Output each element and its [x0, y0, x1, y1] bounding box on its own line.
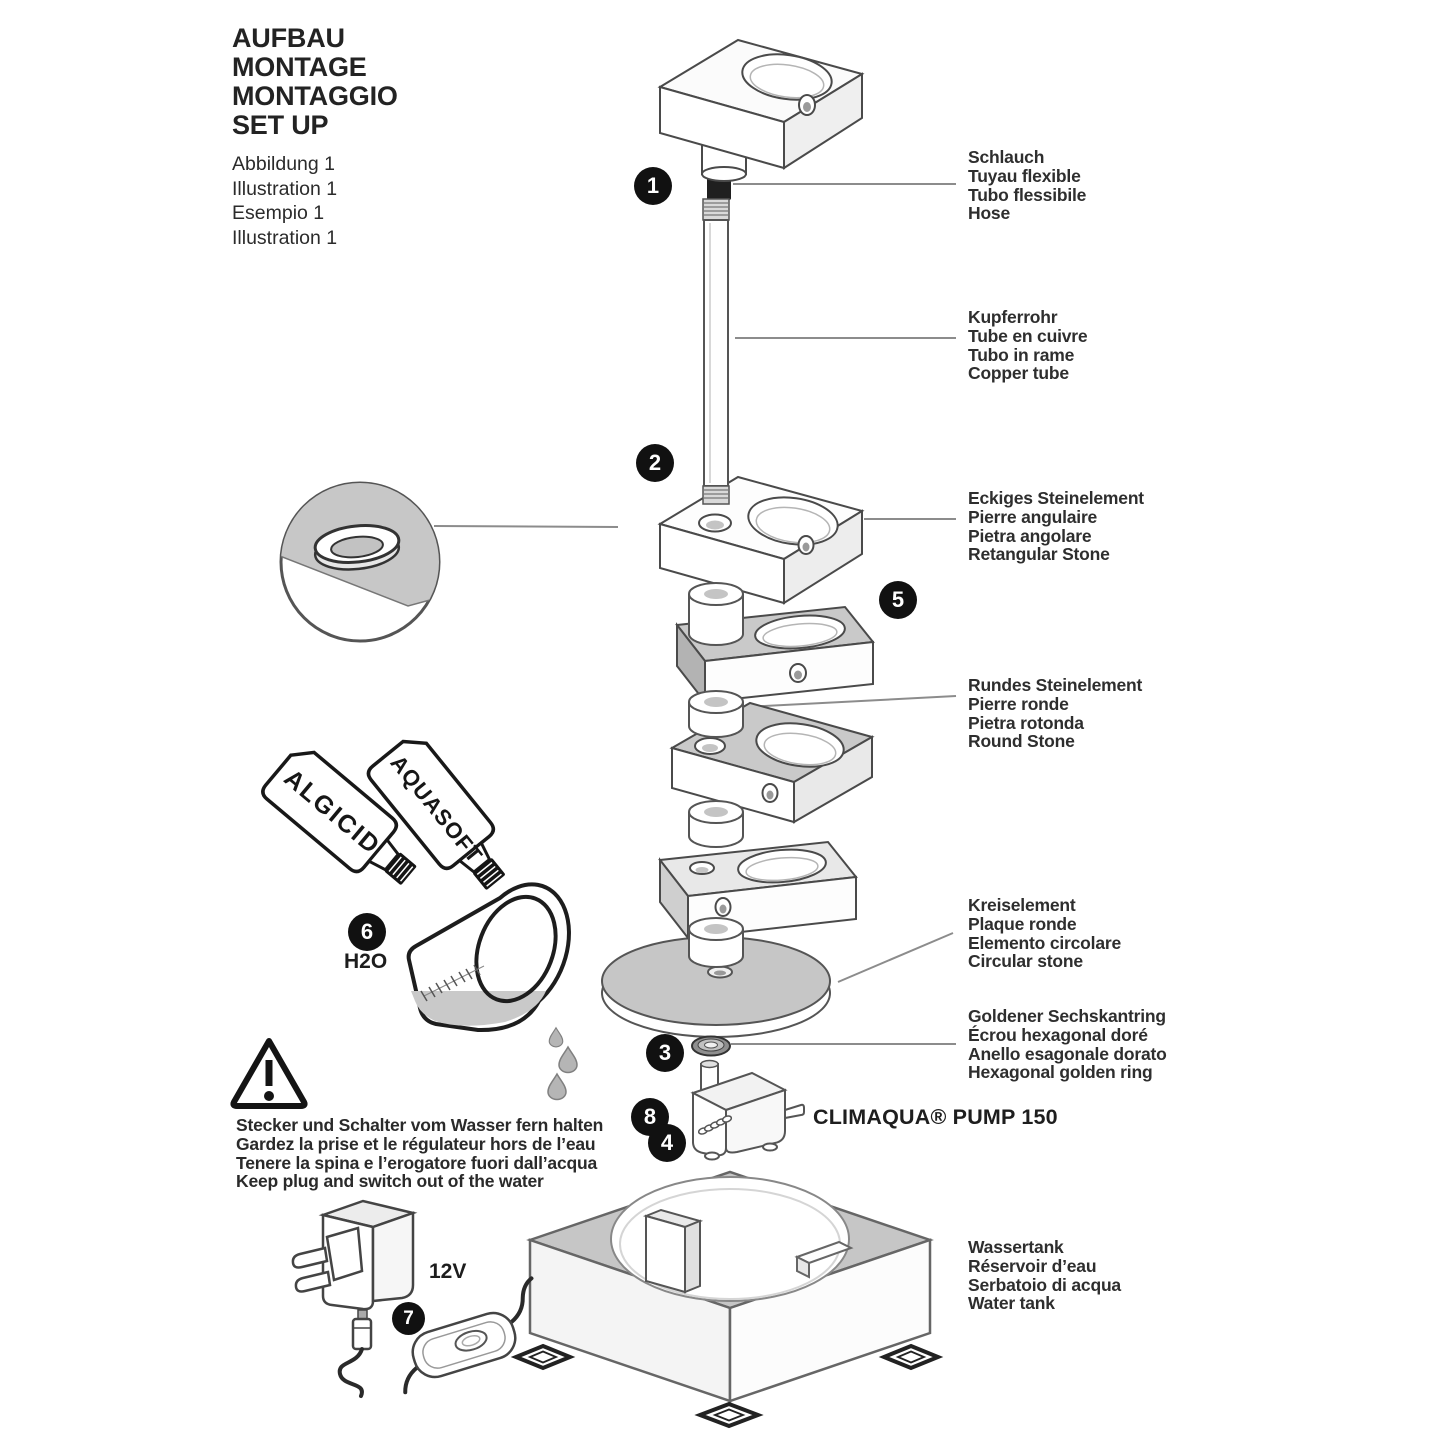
voltage-label: 12V [429, 1260, 467, 1283]
illustration-ref-line: Esempio 1 [232, 202, 325, 225]
rectangular-stone-3 [675, 605, 875, 705]
illustration-ref-line: Abbildung 1 [232, 153, 336, 175]
callout-line: Tuyau flexible [968, 165, 1081, 186]
copper-tube [703, 219, 729, 487]
callout-line: Kupferrohr [968, 307, 1058, 327]
inline-switch [403, 1276, 534, 1395]
title-line: AUFBAU [232, 23, 345, 53]
warning-line: Keep plug and switch out of the water [236, 1171, 544, 1192]
title-line: MONTAGGIO [232, 81, 398, 111]
callout-line: Wassertank [968, 1237, 1064, 1257]
hole-detail-inset [279, 481, 441, 643]
callout-copper-tube: Kupferrohr Tube en cuivre Tubo in rame C… [968, 307, 1088, 384]
warning-text: Stecker und Schalter vom Wasser fern hal… [236, 1116, 603, 1191]
callout-line: Copper tube [968, 363, 1069, 384]
leader-round-stone [744, 695, 957, 708]
pump-intake-slots [697, 1115, 733, 1135]
callout-line: Hose [968, 203, 1010, 224]
leader-lines [433, 183, 957, 1045]
circular-stone-plate [601, 936, 831, 1038]
callout-line: Pietra rotonda [968, 712, 1084, 733]
power-adapter [291, 1199, 418, 1311]
callout-line: Goldener Sechskantring [968, 1006, 1166, 1026]
step-badge-1: 1 [634, 167, 672, 205]
pump-outlet [784, 1103, 805, 1120]
water-drops [547, 1026, 578, 1101]
warning-triangle-icon [230, 1038, 308, 1109]
callout-line: Tubo flessibile [968, 184, 1087, 205]
callout-line: Réservoir d’eau [968, 1255, 1097, 1276]
pump [690, 1059, 805, 1161]
callout-line: Circular stone [968, 951, 1083, 972]
callout-line: Elemento circolare [968, 932, 1121, 953]
callout-circular-stone: Kreiselement Plaque ronde Elemento circo… [968, 896, 1121, 971]
step-badge-7: 7 [392, 1302, 425, 1335]
illustration-ref-line: Illustration 1 [232, 177, 338, 200]
water-tank [526, 1170, 934, 1403]
illustration-ref-line: Illustration 1 [232, 226, 338, 249]
callout-line: Pierre angulaire [968, 506, 1098, 527]
top-stone [657, 38, 865, 182]
step-badge-2: 2 [636, 444, 674, 482]
title-line: SET UP [232, 110, 329, 140]
water-bucket [406, 882, 571, 1033]
callout-rectangular-stone: Eckiges Steinelement Pierre angulaire Pi… [968, 489, 1144, 564]
callout-line: Écrou hexagonal doré [968, 1024, 1148, 1045]
round-stone-spacers [688, 582, 744, 968]
warning-line: Tenere la spina e l’erogatore fuori dall… [236, 1152, 598, 1173]
callout-hex-ring: Goldener Sechskantring Écrou hexagonal d… [968, 1007, 1167, 1082]
callout-line: Tubo in rame [968, 344, 1075, 365]
title-line: MONTAGE [232, 52, 367, 82]
callout-water-tank: Wassertank Réservoir d’eau Serbatoio di … [968, 1238, 1121, 1313]
callout-line: Anello esagonale dorato [968, 1043, 1167, 1064]
callout-line: Pierre ronde [968, 693, 1069, 714]
dc-connector [337, 1309, 373, 1398]
callout-line: Serbatoio di acqua [968, 1274, 1121, 1295]
callout-line: Eckiges Steinelement [968, 488, 1144, 508]
hose-and-copper-tube [702, 156, 731, 505]
page-title: AUFBAU MONTAGE MONTAGGIO SET UP [232, 24, 398, 140]
water-level-marks [420, 964, 485, 1002]
plug-prong [291, 1246, 329, 1269]
callout-line: Water tank [968, 1293, 1055, 1314]
callout-line: Rundes Steinelement [968, 675, 1143, 695]
rectangular-stone-5 [658, 840, 858, 941]
tank-notch [794, 1240, 854, 1279]
callout-round-stone: Rundes Steinelement Pierre ronde Pietra … [968, 676, 1142, 751]
leader-inset [433, 525, 619, 528]
callout-line: Pietra angolare [968, 525, 1092, 546]
callout-line: Kreiselement [968, 895, 1076, 915]
tank-feet [510, 1343, 944, 1429]
step-badge-6: 6 [348, 913, 386, 951]
step-badge-5: 5 [879, 581, 917, 619]
callout-line: Retangular Stone [968, 544, 1110, 565]
hex-ring [691, 1035, 731, 1057]
pump-product-label: CLIMAQUA® PUMP 150 [813, 1105, 1058, 1129]
callout-line: Plaque ronde [968, 913, 1077, 934]
rectangular-stone-2 [657, 475, 865, 605]
callout-hose: Schlauch Tuyau flexible Tubo flessibile … [968, 148, 1086, 223]
callout-line: Hexagonal golden ring [968, 1062, 1153, 1083]
warning-line: Gardez la prise et le régulateur hors de… [236, 1133, 596, 1154]
illustration-references: Abbildung 1 Illustration 1 Esempio 1 Ill… [232, 152, 337, 250]
warning-line: Stecker und Schalter vom Wasser fern hal… [236, 1115, 604, 1135]
leader-circular-stone [837, 932, 954, 983]
step-badge-3: 3 [646, 1034, 684, 1072]
tank-baffle [642, 1208, 704, 1294]
step-badge-4: 4 [648, 1124, 686, 1162]
callout-line: Round Stone [968, 731, 1075, 752]
callout-line: Tube en cuivre [968, 325, 1088, 346]
plug-prong [294, 1270, 332, 1293]
water-label: H2O [344, 950, 388, 973]
callout-line: Schlauch [968, 147, 1045, 167]
